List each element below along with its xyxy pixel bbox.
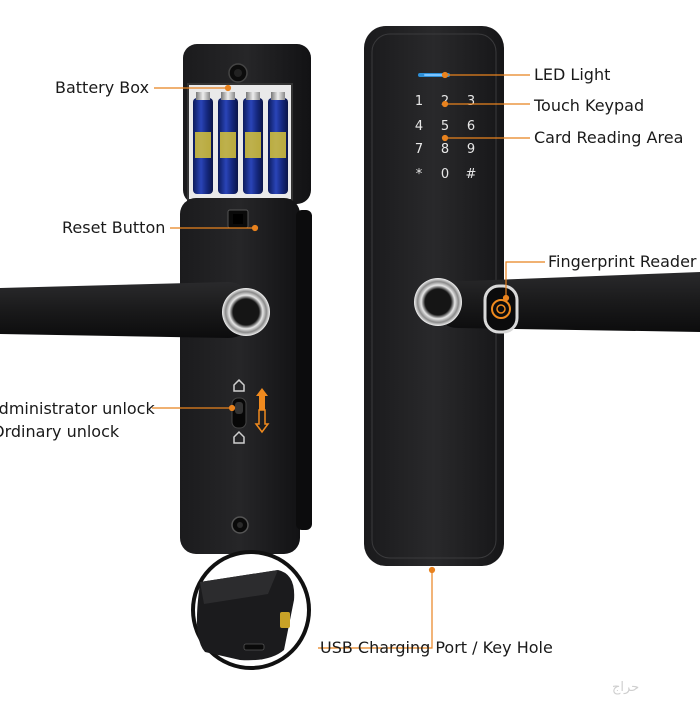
lock-open-icon (233, 378, 245, 392)
label-battery-box: Battery Box (55, 78, 150, 97)
front-panel: 1 2 3 4 5 6 7 8 9 * 0 # (364, 26, 700, 566)
usb-port (243, 643, 265, 651)
label-admin-unlock: Administrator unlock (0, 399, 155, 418)
battery-cover-screw-center (234, 69, 242, 77)
callout-dot (251, 224, 259, 232)
front-rosette-center (425, 289, 451, 315)
battery (243, 92, 263, 194)
batteries (193, 92, 288, 194)
arrow-down-icon (254, 409, 270, 434)
reset-button-hole (233, 214, 243, 224)
back-handle (0, 282, 246, 338)
back-rosette-center (233, 299, 259, 325)
fingerprint-icon (491, 299, 511, 319)
label-reset-button: Reset Button (62, 218, 166, 237)
back-panel (0, 44, 312, 554)
back-body-side (296, 210, 312, 530)
label-usb-port: USB Charging Port / Key Hole (320, 638, 553, 657)
keypad-key: 4 (415, 119, 423, 134)
battery (218, 92, 238, 194)
back-body (180, 198, 300, 554)
callout-dot (428, 566, 436, 574)
label-ordinary-unlock: Ordinary unlock (0, 422, 120, 441)
label-fingerprint-reader: Fingerprint Reader (548, 252, 697, 271)
bottom-screw-center (237, 522, 243, 528)
callout-dot (441, 134, 449, 142)
watermark: حراج (612, 680, 640, 695)
callout-line (505, 261, 545, 298)
callout-lines (152, 71, 545, 649)
battery (193, 92, 213, 194)
keypad-key: 0 (441, 167, 449, 182)
arrow-up-icon (256, 388, 268, 410)
label-touch-keypad: Touch Keypad (534, 96, 645, 115)
keypad-key: 3 (467, 94, 475, 109)
keypad-key: * (416, 167, 423, 182)
unlock-mode-switch-knob (235, 402, 243, 414)
front-handle (440, 272, 700, 332)
callout-dot (228, 404, 236, 412)
callout-dot (502, 294, 510, 302)
fingerprint-reader (483, 284, 519, 334)
keypad-key: 9 (467, 142, 475, 157)
keypad-key: 7 (415, 142, 423, 157)
battery (268, 92, 288, 194)
label-card-reading-area: Card Reading Area (534, 128, 684, 147)
keypad-key: 6 (467, 119, 475, 134)
keypad-key: 1 (415, 94, 423, 109)
usb-port-inset (191, 550, 311, 670)
keypad-key: 8 (441, 142, 449, 157)
callout-dot (441, 100, 449, 108)
keypad-key: # (466, 167, 477, 182)
callout-dot (441, 71, 449, 79)
lock-closed-icon (233, 430, 245, 444)
label-led-light: LED Light (534, 65, 611, 84)
callout-dot (224, 84, 232, 92)
led-bar-glow (424, 74, 444, 76)
keypad-key: 5 (441, 119, 449, 134)
key-hole (280, 612, 290, 628)
callout-line (318, 570, 433, 649)
keypad: 1 2 3 4 5 6 7 8 9 * 0 # (415, 94, 477, 182)
